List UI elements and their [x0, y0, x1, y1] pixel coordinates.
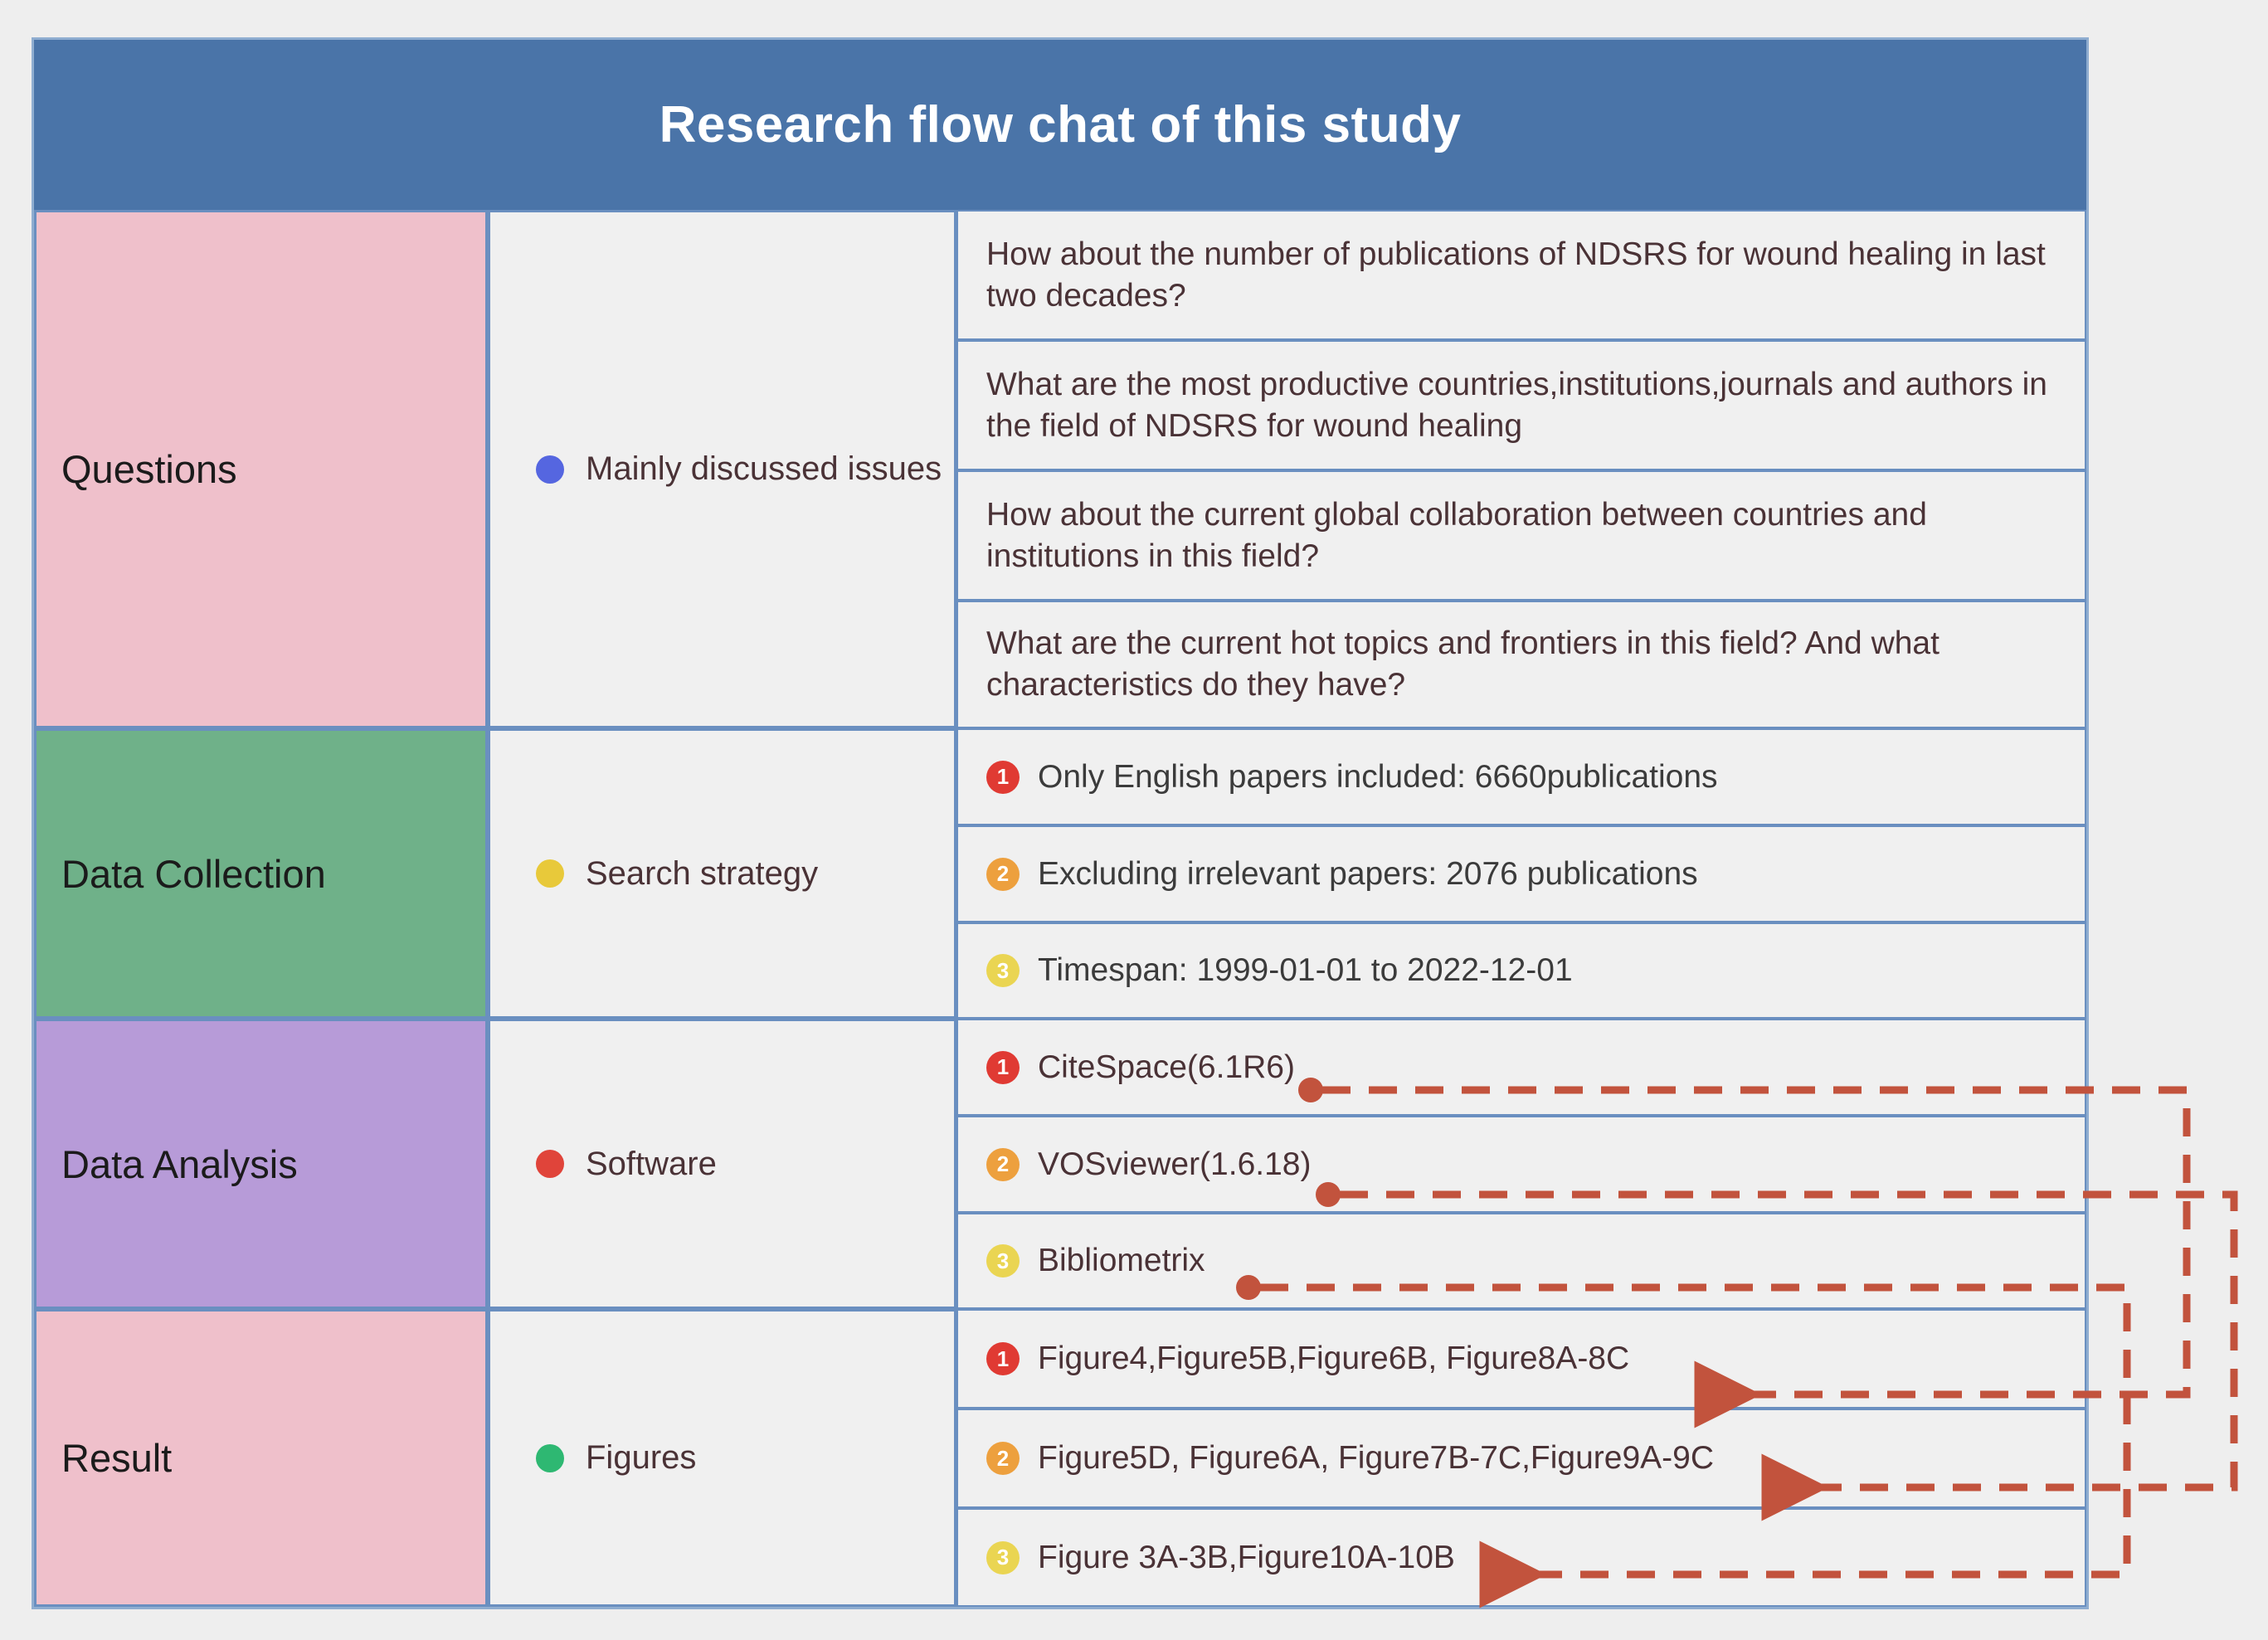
question-row-3[interactable]: How about the current global collaborati… — [956, 470, 2086, 601]
question-row-1[interactable]: How about the number of publications of … — [956, 210, 2086, 340]
category-label-questions: Mainly discussed issues — [586, 450, 942, 487]
badge-1-icon: 1 — [986, 1342, 1020, 1375]
question-text-4: What are the current hot topics and fron… — [986, 625, 1939, 703]
badge-3-icon: 3 — [986, 1244, 1020, 1277]
category-label-data-analysis: Software — [586, 1145, 717, 1182]
software-text-1: CiteSpace(6.1R6) — [1038, 1049, 1295, 1085]
red-dot-icon — [536, 1150, 564, 1178]
badge-2-icon: 2 — [986, 1147, 1020, 1181]
result-row-2[interactable]: 2 Figure5D, Figure6A, Figure7B-7C,Figure… — [956, 1409, 2086, 1508]
flowchart-grid: Questions Mainly discussed issues How ab… — [34, 210, 2086, 1607]
data-collection-text-2: Excluding irrelevant papers: 2076 public… — [1038, 855, 1698, 892]
data-analysis-row-1[interactable]: 1 CiteSpace(6.1R6) — [956, 1019, 2086, 1116]
category-cell-data-analysis: Software — [488, 1019, 956, 1309]
category-label-result: Figures — [586, 1439, 697, 1476]
page-title: Research flow chat of this study — [659, 96, 1462, 153]
question-text-1: How about the number of publications of … — [986, 236, 2046, 314]
category-cell-result: Figures — [488, 1309, 956, 1607]
figures-text-1: Figure4,Figure5B,Figure6B, Figure8A-8C — [1038, 1341, 1630, 1376]
yellow-dot-icon — [536, 859, 564, 888]
green-dot-icon — [536, 1443, 564, 1472]
question-text-3: How about the current global collaborati… — [986, 496, 1927, 574]
stage-label-data-collection: Data Collection — [61, 851, 326, 896]
software-text-2: VOSviewer(1.6.18) — [1038, 1146, 1312, 1182]
data-collection-text-3: Timespan: 1999-01-01 to 2022-12-01 — [1038, 952, 1573, 988]
stage-label-data-analysis: Data Analysis — [61, 1141, 298, 1186]
badge-2-icon: 2 — [986, 857, 1020, 891]
header-banner: Research flow chat of this study — [34, 40, 2086, 210]
figures-text-3: Figure 3A-3B,Figure10A-10B — [1038, 1539, 1455, 1575]
flowchart-frame: Research flow chat of this study Questio… — [32, 37, 2089, 1609]
badge-2-icon: 2 — [986, 1442, 1020, 1475]
data-collection-row-2[interactable]: 2 Excluding irrelevant papers: 2076 publ… — [956, 825, 2086, 922]
data-collection-row-3[interactable]: 3 Timespan: 1999-01-01 to 2022-12-01 — [956, 922, 2086, 1019]
question-text-2: What are the most productive countries,i… — [986, 366, 2048, 444]
badge-3-icon: 3 — [986, 1540, 1020, 1574]
result-row-1[interactable]: 1 Figure4,Figure5B,Figure6B, Figure8A-8C — [956, 1309, 2086, 1409]
stage-label-result: Result — [61, 1436, 173, 1480]
data-collection-row-1[interactable]: 1 Only English papers included: 6660publ… — [956, 728, 2086, 825]
result-row-3[interactable]: 3 Figure 3A-3B,Figure10A-10B — [956, 1508, 2086, 1607]
blue-dot-icon — [536, 455, 564, 484]
stage-label-questions: Questions — [61, 447, 237, 491]
data-collection-text-1: Only English papers included: 6660public… — [1038, 758, 1718, 795]
stage-cell-data-collection: Data Collection — [34, 728, 488, 1019]
category-cell-data-collection: Search strategy — [488, 728, 956, 1019]
data-analysis-row-2[interactable]: 2 VOSviewer(1.6.18) — [956, 1116, 2086, 1213]
badge-1-icon: 1 — [986, 760, 1020, 794]
question-row-2[interactable]: What are the most productive countries,i… — [956, 340, 2086, 470]
question-row-4[interactable]: What are the current hot topics and fron… — [956, 601, 2086, 728]
stage-cell-result: Result — [34, 1309, 488, 1607]
badge-1-icon: 1 — [986, 1050, 1020, 1084]
badge-3-icon: 3 — [986, 954, 1020, 987]
category-cell-questions: Mainly discussed issues — [488, 210, 956, 728]
stage-cell-questions: Questions — [34, 210, 488, 728]
stage-cell-data-analysis: Data Analysis — [34, 1019, 488, 1309]
figures-text-2: Figure5D, Figure6A, Figure7B-7C,Figure9A… — [1038, 1440, 1715, 1476]
data-analysis-row-3[interactable]: 3 Bibliometrix — [956, 1213, 2086, 1309]
category-label-data-collection: Search strategy — [586, 854, 819, 892]
software-text-3: Bibliometrix — [1038, 1243, 1205, 1278]
